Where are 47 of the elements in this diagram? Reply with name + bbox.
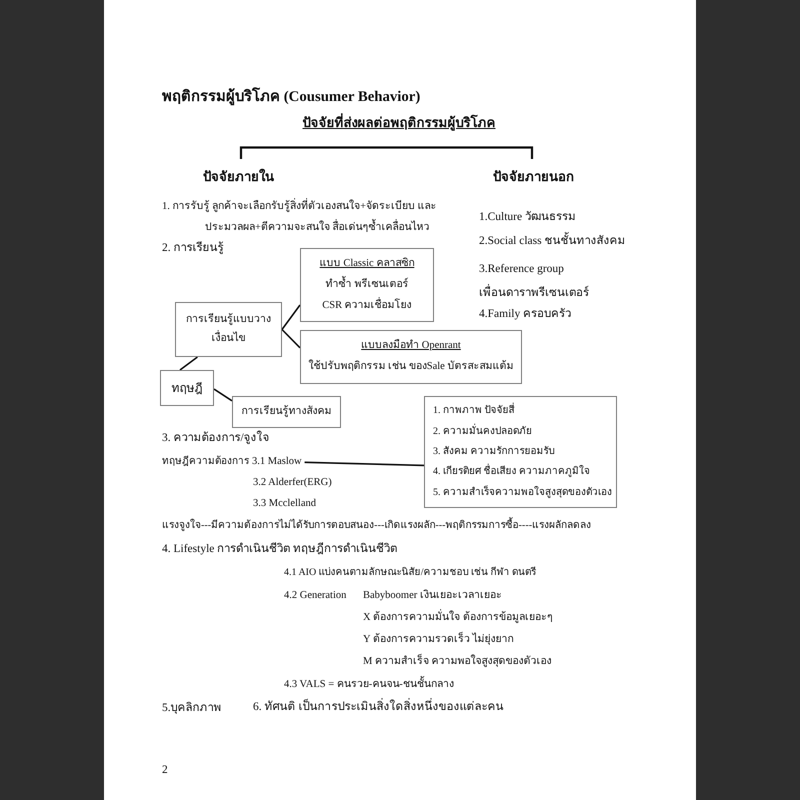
section-heading: ปัจจัยที่ส่งผลต่อพฤติกรรมผู้บริโภค: [302, 115, 496, 131]
text-box: [300, 248, 434, 322]
list-item: 3. สังคม ความรักการยอมรับ: [433, 446, 554, 458]
list-item: 3.3 Mcclelland: [253, 498, 316, 511]
box-text: การเรียนรู้ทางสังคม: [242, 406, 332, 418]
list-item: 3.1 Maslow: [252, 456, 302, 469]
list-item: 4.2 Generation: [284, 590, 346, 603]
column-heading: ปัจจัยภายใน: [203, 169, 274, 185]
page-title: พฤติกรรมผู้บริโภค (Cousumer Behavior): [162, 89, 420, 107]
list-item: 4.1 AIO แบ่งคนตามลักษณะนิสัย/ความชอบ เช่น กีฬา ดนตรี: [284, 567, 536, 579]
list-item: 4.Family ครอบครัว: [479, 308, 572, 322]
box-text: การเรียนรู้แบบวางเงื่อนไข: [185, 312, 272, 346]
page-number: 2: [162, 764, 168, 778]
list-item: 2. การเรียนรู้: [162, 242, 224, 256]
box-text: ใช้ปรับพฤติกรรม เช่น ของSale บัตรสะสมแต้ม: [308, 361, 514, 374]
list-item: M ความสำเร็จ ความพอใจสูงสุดของตัวเอง: [363, 656, 552, 669]
connector-line: [214, 388, 232, 402]
text-box: [175, 302, 282, 357]
list-item: 1.Culture วัฒนธรรม: [479, 211, 576, 225]
box-text: ทฤษฎี: [172, 380, 202, 396]
connector-line: [180, 356, 198, 371]
list-item: Y ต้องการความรวดเร็ว ไม่ยุ่งยาก: [363, 634, 514, 647]
box-text: CSR ความเชื่อมโยง: [322, 300, 412, 312]
list-item: 1. กาพภาพ ปัจจัยสี่: [433, 405, 514, 418]
body-text: 6. ทัศนติ เป็นการประเมินสิ่งใดสิ่งหนึ่งของแต่ละคน: [253, 700, 504, 714]
text-box: [300, 330, 522, 384]
body-text: 1. การรับรู้ ลูกค้าจะเลือกรับรู้สิ่งที่ตัวเองสนใจ+จัดระเบียบ และประมวลผล+ตีความจะสนใจ สื่อเด่นๆซ้ำเคลื่อนไหว: [162, 196, 441, 238]
list-item: ทฤษฎีความต้องการ: [162, 456, 249, 468]
list-item: 3.2 Alderfer(ERG): [253, 477, 332, 490]
list-item: 5.บุคลิกภาพ: [162, 702, 222, 716]
box-heading: แบบลงมือทำ Openrant: [361, 340, 461, 353]
list-item: 3. ความต้องการ/จูงใจ: [162, 432, 270, 446]
text-box: [232, 396, 341, 428]
list-item: 5. ความสำเร็จความพอใจสูงสุดของตัวเอง: [433, 486, 612, 499]
list-item: 4. เกียรติยศ ชื่อเสียง ความภาคภูมิใจ: [433, 466, 590, 478]
connector-line: [281, 328, 301, 348]
text-box: [424, 396, 617, 508]
list-item: 4. Lifestyle การดำเนินชีวิต ทฤษฎีการดำเนินชีวิต: [162, 543, 398, 557]
text-box: [160, 370, 214, 406]
box-text: ทำซ้ำ พรีเซนเตอร์: [326, 278, 408, 292]
connector-line: [281, 304, 301, 330]
box-heading: แบบ Classic คลาสซิก: [320, 258, 414, 270]
list-item: 2. ความมั่นคงปลอดภัย: [433, 426, 532, 438]
list-item: Babyboomer เงินเยอะเวลาเยอะ: [363, 590, 502, 603]
list-item: 3.Reference group เพื่อนดาราพรีเซนเตอร์: [479, 262, 589, 301]
connector-line: [304, 462, 424, 466]
column-heading: ปัจจัยภายนอก: [493, 169, 574, 185]
